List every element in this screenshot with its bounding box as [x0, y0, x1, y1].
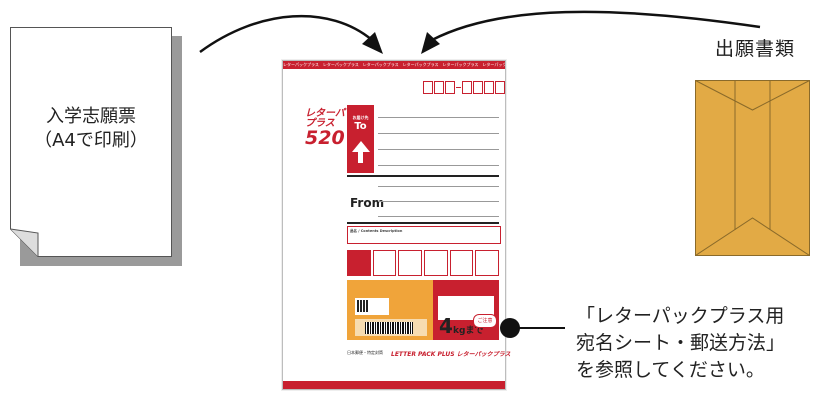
application-form-paper: [10, 27, 172, 257]
left-arrow-curve: [199, 14, 373, 54]
weight-limit-number: 4: [439, 314, 453, 338]
logo-price: 520: [305, 127, 345, 149]
application-form-label: 入学志願票 （A4で印刷）: [10, 105, 172, 153]
sheet-bottom-band: [283, 381, 505, 389]
label-orange-area: [347, 280, 433, 340]
weight-limit-unit: kgまで: [453, 326, 484, 336]
to-small-label: お届け先: [352, 115, 369, 120]
contents-box: 品名 / Contents Description: [347, 226, 501, 244]
right-arrow-curve: [431, 10, 761, 42]
contents-label: 品名 / Contents Description: [350, 229, 403, 233]
letter-pack-plus-sheet: レターパックプラス レターパックプラス レターパックプラス レターパックプラス …: [282, 60, 511, 390]
qr-code-icon: [357, 300, 369, 312]
instruction-icons: [347, 250, 500, 276]
sheet-band-text: レターパックプラス レターパックプラス レターパックプラス レターパックプラス …: [283, 62, 505, 67]
postal-code-boxes: [423, 81, 505, 94]
seal-area: [433, 280, 499, 340]
barcode-icon: [365, 322, 413, 334]
callout-text: 「レターパックプラス用 宛名シート・郵送方法」 を参照してください。: [576, 303, 785, 384]
to-label: To: [354, 121, 367, 132]
callout-line1: 「レターパックプラス用: [576, 305, 785, 327]
callout-line3: を参照してください。: [576, 359, 765, 381]
right-arrow-head: [421, 32, 440, 54]
left-arrow-head: [362, 32, 383, 54]
callout-line2: 宛名シート・郵送方法」: [576, 332, 786, 354]
application-form-title: 入学志願票: [46, 106, 136, 127]
envelope-icon: [695, 80, 810, 256]
callout-leader-line: [515, 327, 565, 329]
sheet-top-band: レターパックプラス レターパックプラス レターパックプラス レターパックプラス …: [283, 61, 505, 69]
logo-mid: プラス: [305, 118, 335, 129]
application-form-note: （A4で印刷）: [34, 130, 148, 151]
callout-dot-icon: [500, 318, 520, 338]
letter-pack-logo: レターパック プラス 520: [305, 109, 365, 148]
caution-badge: ご注意: [473, 314, 497, 328]
to-panel: お届け先 To: [347, 105, 374, 173]
up-arrow-icon: [352, 141, 370, 152]
sheet-footer-logo: LETTER PACK PLUS レターパックプラス: [391, 351, 511, 358]
from-label: From: [350, 196, 385, 210]
envelope-title: 出願書類: [714, 38, 795, 60]
logo-top: レターパック: [305, 108, 365, 119]
sheet-footer-small: 日本郵便・特定封筒: [347, 350, 383, 355]
up-arrow-stem: [358, 151, 363, 163]
